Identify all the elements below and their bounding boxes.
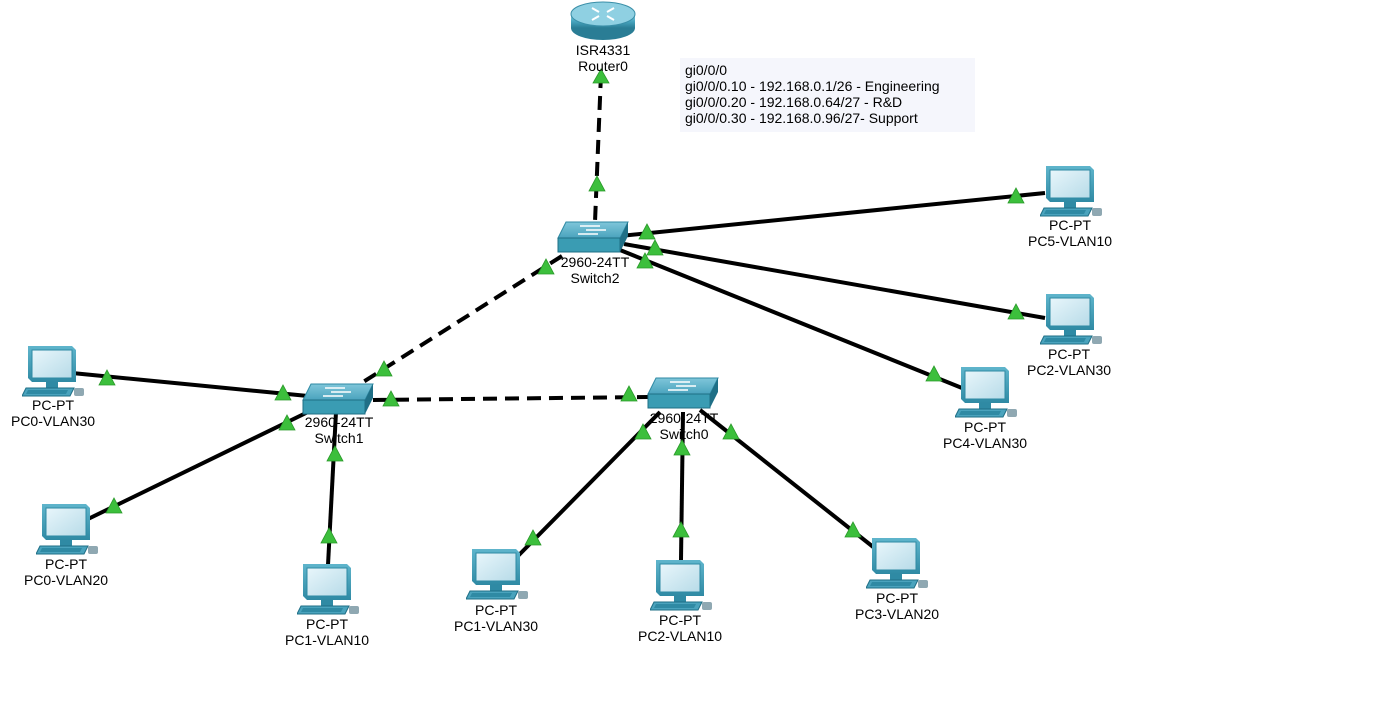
switch0-name: Switch0 [659, 426, 709, 442]
pc-icon[interactable] [1040, 166, 1103, 217]
link-up-triangle [326, 445, 344, 462]
pc-icon[interactable] [22, 346, 85, 397]
pc1-vlan10-type: PC-PT [305, 616, 348, 632]
switch-icon[interactable] [557, 221, 629, 253]
pc1-vlan30-label: PC-PT PC1-VLAN30 [454, 602, 538, 634]
link-up-triangle [524, 529, 542, 546]
link-up-triangle [1007, 187, 1025, 204]
pc2-vlan30-name: PC2-VLAN30 [1026, 362, 1112, 378]
link-up-triangle [382, 390, 400, 407]
pc1-vlan30-type: PC-PT [474, 602, 517, 618]
switch-icon[interactable] [302, 383, 374, 415]
link-up-triangle [274, 384, 292, 401]
pc0-vlan20-label: PC-PT PC0-VLAN20 [24, 556, 108, 588]
link-up-triangle [375, 360, 393, 377]
pc-icon[interactable] [866, 538, 929, 589]
pc2-vlan10-name: PC2-VLAN10 [637, 628, 723, 644]
switch2-model: 2960-24TT [560, 254, 630, 270]
link-up-triangle [672, 521, 690, 538]
link-switch1-pc0-vlan20[interactable] [85, 410, 309, 522]
link-up-triangle [636, 252, 654, 269]
link-up-triangle [537, 258, 555, 275]
pc2-vlan10-label: PC-PT PC2-VLAN10 [638, 612, 722, 644]
switch0-model: 2960-24TT [649, 410, 719, 426]
switch2-label: 2960-24TT Switch2 [561, 254, 629, 286]
pc1-vlan10-label: PC-PT PC1-VLAN10 [285, 616, 369, 648]
link-up-triangle [1007, 303, 1025, 320]
pc-icon[interactable] [955, 367, 1018, 418]
link-switch2-pc2-vlan30[interactable] [623, 242, 1046, 320]
pc3-vlan20-name: PC3-VLAN20 [854, 606, 940, 622]
link-up-triangle [592, 68, 610, 84]
note-line: gi0/0/0.30 - 192.168.0.96/27- Support [685, 110, 918, 126]
router-model: ISR4331 [575, 42, 631, 58]
pc0-vlan30-name: PC0-VLAN30 [10, 413, 96, 429]
switch1-label: 2960-24TT Switch1 [305, 414, 373, 446]
switch1-model: 2960-24TT [304, 414, 374, 430]
link-up-triangle [844, 521, 862, 538]
pc2-vlan10-type: PC-PT [658, 612, 701, 628]
link-up-triangle [588, 175, 606, 192]
note-line: gi0/0/0.20 - 192.168.0.64/27 - R&D [685, 94, 903, 110]
link-up-triangle [673, 439, 691, 456]
note-line: gi0/0/0 [685, 62, 728, 78]
pc5-name: PC5-VLAN10 [1027, 233, 1113, 249]
link-up-triangle [620, 385, 638, 402]
pc4-name: PC4-VLAN30 [942, 435, 1028, 451]
link-up-triangle [278, 414, 296, 431]
link-up-triangle [105, 497, 123, 514]
switch-icon[interactable] [647, 377, 719, 409]
link-up-triangle [98, 369, 116, 386]
link-switch2-switch1[interactable] [358, 254, 564, 386]
link-up-triangle [722, 423, 740, 440]
pc3-vlan20-type: PC-PT [875, 590, 918, 606]
switch0-label: 2960-24TT Switch0 [650, 410, 718, 442]
link-status-indicators [98, 68, 1025, 546]
pc0-vlan20-name: PC0-VLAN20 [23, 572, 109, 588]
pc1-vlan10-name: PC1-VLAN10 [284, 632, 370, 648]
pc-icon[interactable] [297, 564, 360, 615]
pc0-vlan30-label: PC-PT PC0-VLAN30 [11, 397, 95, 429]
pc0-vlan30-type: PC-PT [31, 397, 74, 413]
pc4-label: PC-PT PC4-VLAN30 [943, 419, 1027, 451]
link-up-triangle [634, 423, 652, 440]
link-switch2-pc5[interactable] [619, 191, 1046, 238]
link-switch1-switch0[interactable] [372, 395, 649, 402]
pc5-label: PC-PT PC5-VLAN10 [1028, 217, 1112, 249]
link-up-triangle [320, 527, 338, 544]
pc5-type: PC-PT [1048, 217, 1091, 233]
pc-icon[interactable] [1040, 294, 1103, 345]
link-switch0-pc1-vlan30[interactable] [512, 410, 662, 562]
pc2-vlan30-type: PC-PT [1047, 346, 1090, 362]
router-icon[interactable] [570, 1, 636, 40]
pc-icon[interactable] [650, 560, 713, 611]
note-line: gi0/0/0.10 - 192.168.0.1/26 - Engineerin… [685, 78, 940, 94]
link-switch2-pc4[interactable] [619, 248, 963, 390]
router-name: Router0 [578, 58, 628, 74]
pc1-vlan30-name: PC1-VLAN30 [453, 618, 539, 634]
switch2-name: Switch2 [570, 270, 620, 286]
link-up-triangle [646, 239, 664, 256]
pc2-vlan30-label: PC-PT PC2-VLAN30 [1027, 346, 1111, 378]
router-label: ISR4331 Router0 [576, 42, 630, 74]
pc-icon[interactable] [36, 504, 99, 555]
pc-icon[interactable] [466, 549, 529, 600]
link-up-triangle [638, 223, 656, 240]
link-up-triangle [925, 365, 943, 382]
link-switch1-pc0-vlan30[interactable] [71, 371, 309, 398]
pc3-vlan20-label: PC-PT PC3-VLAN20 [855, 590, 939, 622]
interface-note: gi0/0/0 gi0/0/0.10 - 192.168.0.1/26 - En… [680, 58, 975, 132]
switch1-name: Switch1 [314, 430, 364, 446]
link-router0-switch2[interactable] [593, 73, 603, 223]
links [71, 73, 1046, 566]
pc4-type: PC-PT [963, 419, 1006, 435]
pc0-vlan20-type: PC-PT [44, 556, 87, 572]
